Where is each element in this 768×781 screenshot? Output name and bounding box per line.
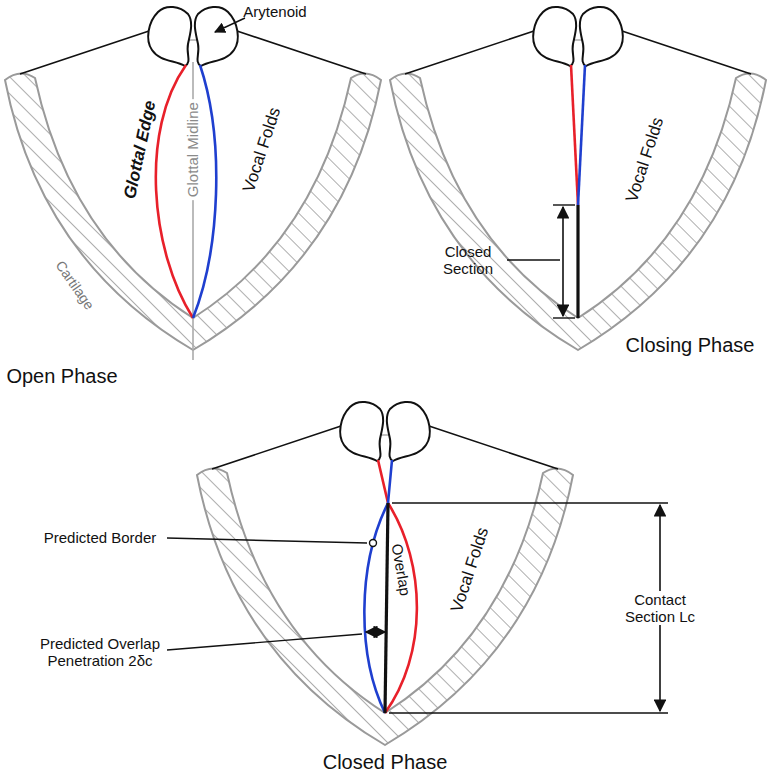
part-name: Arytenoid [243, 3, 306, 20]
part-name: Vocal Folds [447, 525, 493, 615]
callout-label: Predicted Border [44, 529, 157, 546]
phase-title: Closed Phase [323, 751, 448, 774]
dimension-label: Contact Section Lc [619, 591, 701, 626]
closed-phase-figure [167, 402, 668, 745]
callout-label: Predicted Overlap Penetration 2δc [35, 635, 165, 670]
closing-phase-figure [390, 7, 766, 350]
open-phase-figure [5, 7, 381, 360]
edge-label: Glottal Edge [120, 99, 160, 201]
phase-title: Closing Phase [626, 334, 755, 357]
section-label: Closed Section [433, 243, 503, 278]
part-name: Vocal Folds [622, 115, 668, 205]
midline-label: Glottal Midline [184, 99, 201, 200]
part-name: Vocal Folds [239, 105, 285, 195]
phase-title: Open Phase [6, 365, 117, 388]
